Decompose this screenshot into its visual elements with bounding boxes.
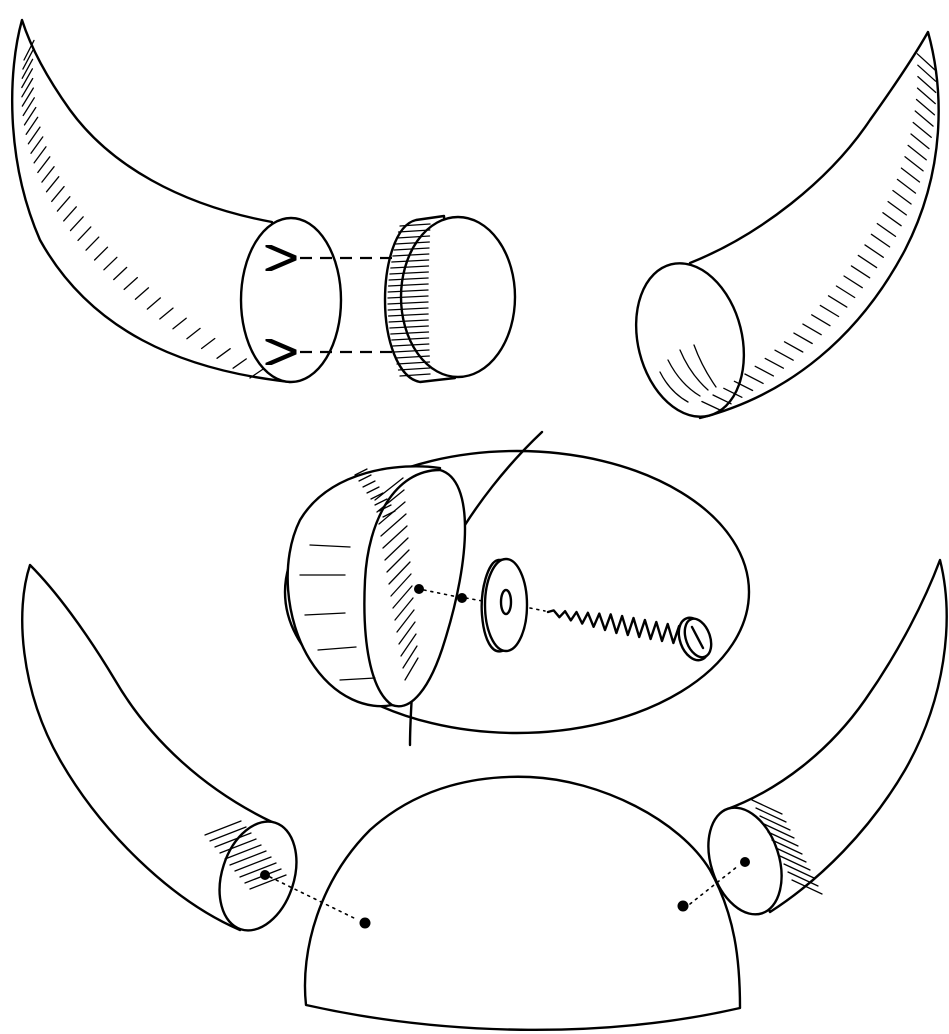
washer-icon <box>482 559 527 651</box>
lower-right-horn-hole <box>740 857 750 867</box>
lower-left-horn-hole <box>260 870 270 880</box>
upper-left-end-cap <box>385 216 515 382</box>
helmet-left-hole <box>360 918 371 929</box>
horn-pilot-hole <box>414 584 424 594</box>
upper-right-horn <box>621 32 939 428</box>
helmet-dome <box>305 777 740 1030</box>
helmet-right-hole <box>678 901 689 912</box>
detail-magnifier <box>285 432 749 745</box>
upper-left-horn <box>12 20 341 382</box>
lower-left-horn <box>22 565 309 940</box>
